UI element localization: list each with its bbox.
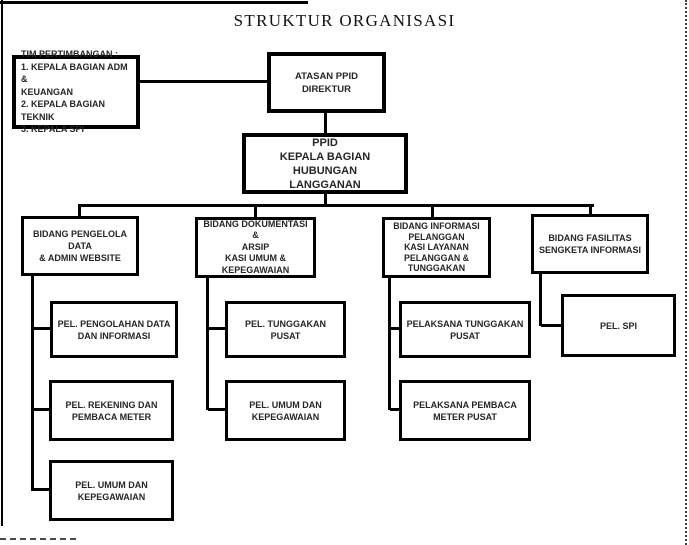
node-label: PEL. REKENING DAN PEMBACA METER — [65, 399, 158, 422]
connector-branch2-vertical — [206, 276, 209, 410]
node-label: PELAKSANA TUNGGAKAN PUSAT — [406, 318, 524, 341]
node-pel-umum-kepegawaian-2: PEL. UMUM DAN KEPEGAWAIAN — [225, 380, 346, 441]
node-pel-pengolahan-data: PEL. PENGOLAHAN DATA DAN INFORMASI — [50, 301, 178, 358]
connector-branch4-vertical — [539, 272, 542, 326]
node-label: BIDANG DOKUMENTASI & ARSIP KASI UMUM & K… — [203, 218, 308, 275]
page-edge-left-rule — [1, 0, 3, 526]
connector-stub-branch4 — [589, 204, 592, 215]
connector-branch3-child2 — [390, 408, 399, 411]
page-edge-right-dotted-rule — [685, 0, 687, 545]
page-edge-top-rule — [0, 1, 308, 4]
node-label: BIDANG FASILITAS SENGKETA INFORMASI — [538, 233, 641, 255]
connector-branch1-vertical — [31, 274, 34, 491]
node-label: PEL. UMUM DAN KEPEGAWAIAN — [249, 399, 322, 422]
node-label: ATASAN PPID DIREKTUR — [295, 70, 358, 95]
connector-stub-branch3 — [431, 204, 434, 218]
node-bidang-dokumentasi-arsip: BIDANG DOKUMENTASI & ARSIP KASI UMUM & K… — [195, 217, 316, 278]
connector-distributor — [78, 204, 594, 207]
node-bidang-fasilitas-sengketa: BIDANG FASILITAS SENGKETA INFORMASI — [531, 214, 649, 274]
node-label: PPID KEPALA BAGIAN HUBUNGAN LANGGANAN — [279, 136, 371, 191]
node-label: PEL. PENGOLAHAN DATA DAN INFORMASI — [57, 318, 171, 341]
connector-director-ppid — [324, 112, 327, 134]
node-label: TIM PERTIMBANGAN : 1. KEPALA BAGIAN ADM … — [21, 49, 128, 135]
connector-branch3-child1 — [390, 327, 399, 330]
node-pelaksana-tunggakan-pusat: PELAKSANA TUNGGAKAN PUSAT — [399, 301, 531, 358]
node-label: PEL. SPI — [599, 320, 637, 331]
node-label: BIDANG PENGELOLA DATA & ADMIN WEBSITE — [32, 229, 127, 263]
connector-branch2-child1 — [208, 327, 225, 330]
page-edge-bottom-dashed-rule — [0, 538, 76, 540]
connector-branch2-child2 — [208, 408, 225, 411]
node-label: PEL. TUNGGAKAN PUSAT — [245, 318, 326, 341]
connector-branch1-child2 — [33, 408, 49, 411]
node-tim-pertimbangan: TIM PERTIMBANGAN : 1. KEPALA BAGIAN ADM … — [12, 49, 140, 134]
node-atasan-ppid-direktur: ATASAN PPID DIREKTUR — [267, 52, 386, 113]
node-pel-spi: PEL. SPI — [561, 294, 676, 357]
connector-branch4-child1 — [541, 324, 561, 327]
node-pel-rekening-pembaca-meter: PEL. REKENING DAN PEMBACA METER — [49, 380, 174, 441]
node-bidang-pengelola-data: BIDANG PENGELOLA DATA & ADMIN WEBSITE — [21, 216, 139, 276]
node-pel-tunggakan-pusat: PEL. TUNGGAKAN PUSAT — [225, 301, 346, 358]
connector-stub-branch1 — [78, 204, 81, 217]
node-pel-umum-kepegawaian-1: PEL. UMUM DAN KEPEGAWAIAN — [49, 460, 174, 521]
connector-branch1-child1 — [33, 327, 50, 330]
node-label: PELAKSANA PEMBACA METER PUSAT — [413, 399, 517, 422]
connector-branch1-child3 — [33, 488, 49, 491]
connector-stub-branch2 — [254, 204, 257, 218]
connector-branch3-vertical — [388, 276, 391, 410]
node-ppid-kepala-bagian-hubungan-langganan: PPID KEPALA BAGIAN HUBUNGAN LANGGANAN — [242, 133, 408, 194]
connector-advisory-director — [140, 80, 267, 83]
page-title: STRUKTUR ORGANISASI — [233, 11, 456, 30]
node-pelaksana-pembaca-meter: PELAKSANA PEMBACA METER PUSAT — [399, 380, 531, 441]
node-label: BIDANG INFORMASI PELANGGAN KASI LAYANAN … — [393, 221, 480, 274]
node-label: PEL. UMUM DAN KEPEGAWAIAN — [75, 479, 148, 502]
node-bidang-informasi-pelanggan: BIDANG INFORMASI PELANGGAN KASI LAYANAN … — [382, 217, 491, 278]
connector-ppid-drop — [324, 193, 327, 206]
